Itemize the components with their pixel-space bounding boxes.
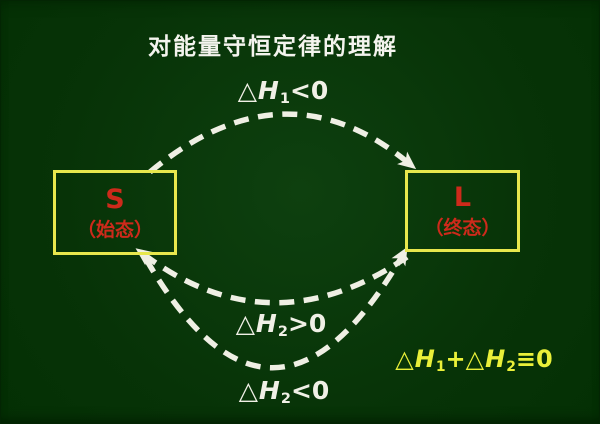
label-delta-h1: △H1<0 bbox=[237, 76, 329, 107]
state-box-final: L （终态） bbox=[405, 170, 520, 252]
arrow-l-to-s-middle-icon bbox=[135, 248, 409, 306]
initial-state-caption: （始态） bbox=[76, 218, 153, 241]
label-delta-h2-negative: △H2<0 bbox=[238, 376, 330, 407]
label-delta-h2-positive: △H2>0 bbox=[235, 309, 327, 340]
initial-state-symbol: S bbox=[105, 183, 125, 215]
label-conservation-equation: △H1+△H2≡0 bbox=[395, 345, 553, 375]
final-state-symbol: L bbox=[453, 182, 472, 213]
arrow-s-to-l-top-icon bbox=[148, 111, 417, 175]
state-box-initial: S （始态） bbox=[53, 170, 177, 255]
final-state-caption: （终态） bbox=[424, 217, 501, 239]
slide-title: 对能量守恒定律的理解 bbox=[148, 34, 398, 60]
